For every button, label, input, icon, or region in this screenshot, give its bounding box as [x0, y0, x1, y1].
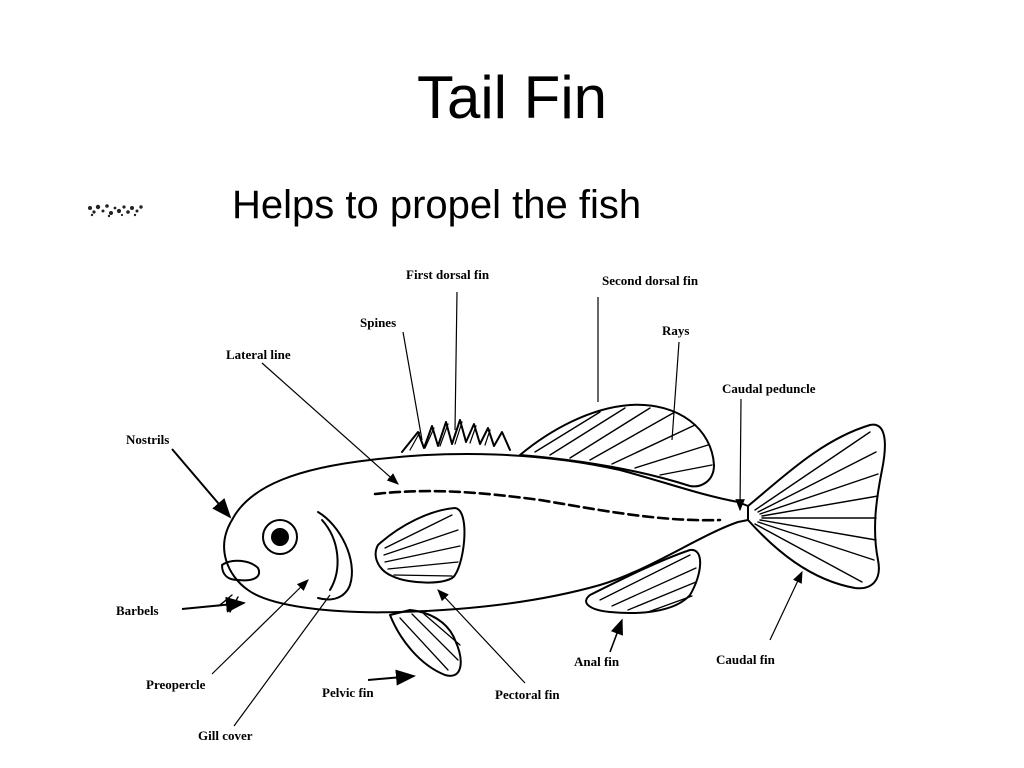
- mouth-outline: [221, 559, 260, 582]
- leader-preopercle: [211, 579, 309, 675]
- gill-cover-outline: [317, 511, 353, 601]
- second-dorsal-fin-outline: [519, 403, 715, 488]
- leader-pectoral-fin: [437, 589, 526, 684]
- label-anal-fin: Anal fin: [574, 654, 620, 669]
- leader-anal-fin: [609, 618, 623, 653]
- label-rays: Rays: [662, 323, 690, 338]
- label-first-dorsal-fin: First dorsal fin: [406, 267, 490, 282]
- leader-barbels: [181, 596, 246, 613]
- leader-rays: [671, 341, 680, 441]
- leader-gill-cover: [233, 594, 331, 727]
- bullet-dot-icon: [88, 204, 143, 218]
- label-spines: Spines: [360, 315, 397, 330]
- leader-spines: [402, 331, 423, 441]
- leader-first-dorsal-fin: [454, 291, 458, 431]
- leader-lateral-line: [261, 362, 399, 485]
- fish-body-outline: [223, 453, 749, 614]
- label-nostrils: Nostrils: [126, 432, 170, 447]
- eye-outline: [262, 519, 298, 555]
- first-dorsal-fin-outline: [401, 419, 511, 453]
- label-lateral-line: Lateral line: [226, 347, 291, 362]
- label-pelvic-fin: Pelvic fin: [322, 685, 374, 700]
- label-pectoral-fin: Pectoral fin: [495, 687, 560, 702]
- pelvic-fin-outline: [389, 609, 462, 677]
- leader-pelvic-fin: [367, 669, 416, 686]
- leader-caudal-fin: [769, 570, 803, 641]
- label-caudal-peduncle: Caudal peduncle: [722, 381, 816, 396]
- label-preopercle: Preopercle: [146, 677, 206, 692]
- pectoral-fin-outline: [374, 507, 466, 584]
- anal-fin-outline: [585, 548, 702, 615]
- label-barbels: Barbels: [116, 603, 159, 618]
- label-gill-cover: Gill cover: [198, 728, 253, 743]
- lateral-line: [373, 489, 722, 522]
- tail-fin-outline: [747, 423, 886, 590]
- label-caudal-fin: Caudal fin: [716, 652, 775, 667]
- label-second-dorsal-fin: Second dorsal fin: [602, 273, 699, 288]
- bullet-text: Helps to propel the fish: [232, 183, 642, 227]
- slide-title: Tail Fin: [416, 64, 608, 131]
- leader-caudal-peduncle: [735, 398, 745, 512]
- leader-nostrils: [171, 448, 232, 519]
